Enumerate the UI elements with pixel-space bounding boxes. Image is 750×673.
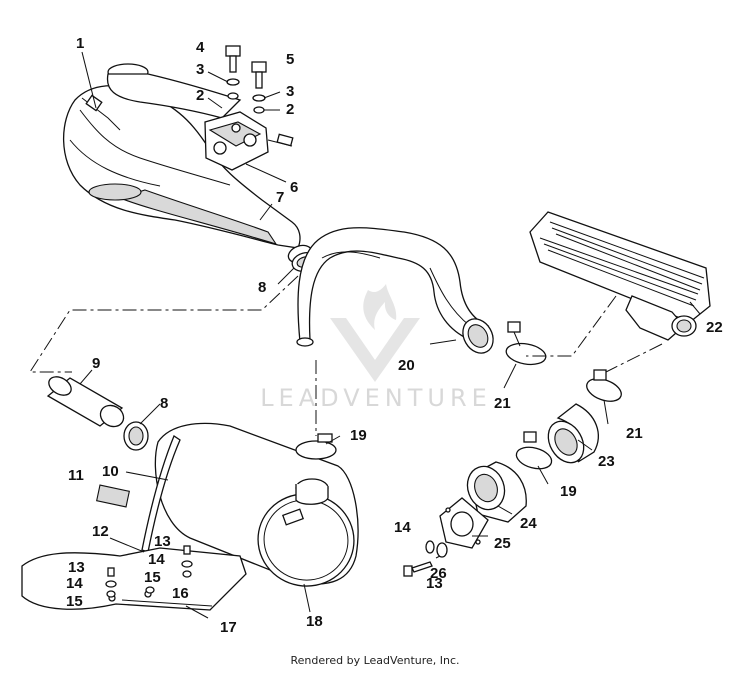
- callout-6: 6: [290, 179, 298, 196]
- leader-exchanger-a: [526, 295, 617, 357]
- muffler: [154, 422, 359, 587]
- callout-18: 18: [306, 613, 323, 630]
- bolt-4: [225, 45, 241, 100]
- callout-19a: 19: [350, 427, 367, 444]
- callout-25: 25: [494, 535, 511, 552]
- render-credit: Rendered by LeadVenture, Inc.: [290, 654, 460, 667]
- callout-12: 12: [92, 523, 109, 540]
- clamp-21-upper: [505, 321, 547, 366]
- expansion-chamber: [62, 63, 313, 264]
- leader-exchanger-b: [605, 343, 663, 373]
- callout-7: 7: [276, 189, 284, 206]
- callout-16: 16: [172, 585, 189, 602]
- callout-2a: 2: [196, 87, 204, 104]
- callout-8a: 8: [258, 279, 266, 296]
- callout-1: 1: [76, 35, 84, 52]
- callout-23: 23: [598, 453, 615, 470]
- outlet-elbow: [466, 461, 527, 523]
- callout-3b: 3: [286, 83, 294, 100]
- inlet-pipe: [46, 376, 125, 428]
- callout-8b: 8: [160, 395, 168, 412]
- manifold-flange: [204, 111, 294, 171]
- callout-10: 10: [102, 463, 119, 480]
- callout-22: 22: [706, 319, 723, 336]
- callout-13c: 13: [426, 575, 443, 592]
- callout-15b: 15: [66, 593, 83, 610]
- callout-19b: 19: [560, 483, 577, 500]
- callout-9: 9: [92, 355, 100, 372]
- callout-15a: 15: [144, 569, 161, 586]
- clamp-19-middle: [295, 433, 337, 460]
- leader-chamber-to-pipe: [29, 275, 299, 373]
- bolt-5: [251, 61, 267, 114]
- callout-11: 11: [68, 467, 84, 484]
- fastener-set-right: [403, 540, 448, 577]
- callout-5: 5: [286, 51, 294, 68]
- callout-21b: 21: [626, 425, 643, 442]
- callout-14a: 14: [148, 551, 165, 568]
- callout-14b: 14: [66, 575, 83, 592]
- heat-exchanger: [529, 211, 711, 341]
- clamp-19-right: [515, 431, 553, 470]
- callout-17: 17: [220, 619, 237, 636]
- fastener-set-left: [105, 545, 193, 598]
- callout-4: 4: [196, 39, 205, 56]
- leader-lines: [79, 51, 701, 619]
- callout-3a: 3: [196, 61, 204, 78]
- clamp-21-lower: [586, 369, 622, 402]
- callout-24: 24: [520, 515, 537, 532]
- callout-26: 26: [430, 565, 447, 582]
- callout-13b: 13: [68, 559, 85, 576]
- callout-2b: 2: [286, 101, 294, 118]
- rubber-pad: [96, 484, 130, 508]
- callouts: 1 2 2 3 3 4 5 6 7 8 8 9 10 11 12 13 13 1…: [66, 35, 723, 636]
- callout-21a: 21: [494, 395, 511, 412]
- callout-14c: 14: [394, 519, 411, 536]
- callout-13a: 13: [154, 533, 171, 550]
- watermark-text: LEADVENTURE: [260, 384, 492, 412]
- mounting-bracket: [21, 547, 247, 611]
- curved-pipe: [296, 227, 494, 354]
- watermark-logo: [330, 284, 420, 382]
- callout-20: 20: [398, 357, 415, 374]
- spring-clamp-8-lower: [123, 421, 149, 451]
